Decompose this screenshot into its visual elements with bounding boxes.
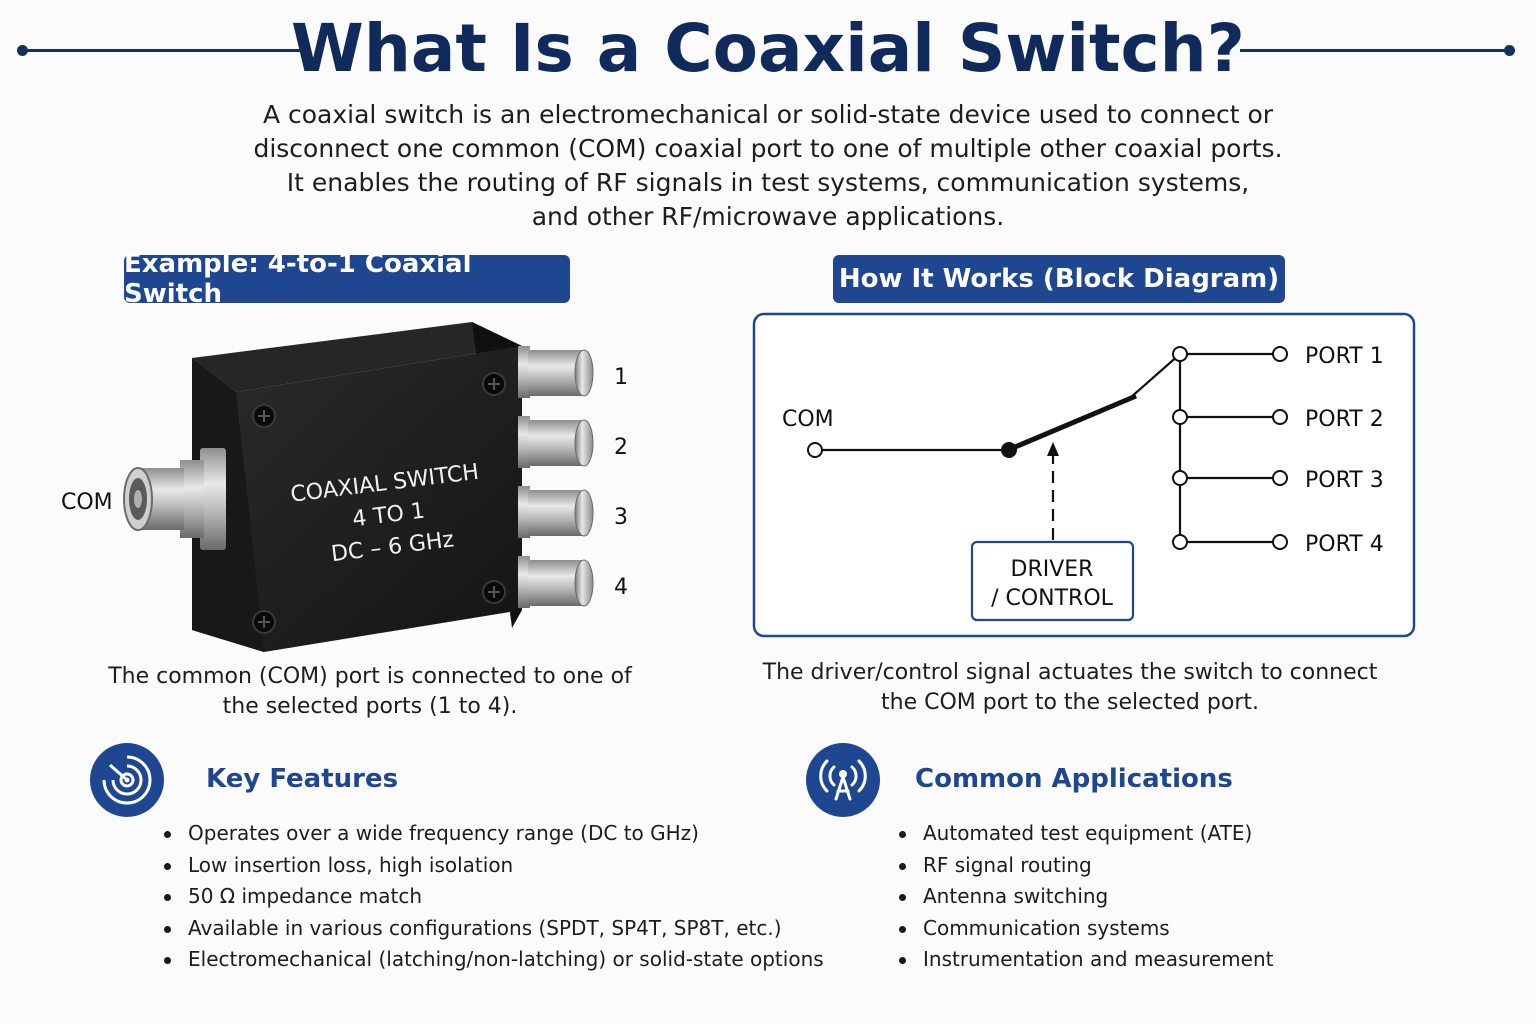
list-item: Automated test equipment (ATE) [897, 818, 1273, 850]
block-diagram-caption-line: The driver/control signal actuates the s… [762, 660, 1378, 685]
list-item: RF signal routing [897, 850, 1273, 882]
port-number-1: 1 [614, 365, 628, 390]
block-diagram-caption: The driver/control signal actuates the s… [760, 658, 1380, 718]
com-label: COM [61, 490, 113, 515]
port-label-4: PORT 4 [1305, 532, 1384, 557]
target-icon [90, 743, 164, 817]
diagram-frame [752, 312, 1416, 638]
example-heading: Example: 4-to-1 Coaxial Switch [124, 249, 570, 309]
driver-label-line: DRIVER [1011, 557, 1094, 582]
intro-line: It enables the routing of RF signals in … [286, 168, 1250, 197]
intro-line: and other RF/microwave applications. [531, 202, 1005, 231]
example-caption: The common (COM) port is connected to on… [60, 662, 680, 722]
port-label-2: PORT 2 [1305, 407, 1384, 432]
driver-control-box [970, 540, 1135, 622]
port-label-1: PORT 1 [1305, 344, 1384, 369]
switch-pivot [1001, 442, 1017, 458]
list-item: 50 Ω impedance match [162, 881, 824, 913]
list-item: Electromechanical (latching/non-latching… [162, 944, 824, 976]
page-title: What Is a Coaxial Switch? [291, 10, 1245, 87]
driver-label-line: / CONTROL [991, 586, 1114, 611]
title-rule-left [22, 49, 304, 52]
list-item: Available in various configurations (SPD… [162, 913, 824, 945]
block-diagram: COM PORT 1 PORT 2 PORT 3 PORT 4 DRIVER /… [752, 312, 1416, 638]
list-item: Communication systems [897, 913, 1273, 945]
list-item: Operates over a wide frequency range (DC… [162, 818, 824, 850]
port-number-4: 4 [614, 575, 628, 600]
example-caption-line: the selected ports (1 to 4). [222, 694, 518, 719]
features-heading: Key Features [206, 764, 399, 794]
device-body-front [192, 346, 522, 652]
port-connectors [518, 346, 594, 608]
title-rule-right-dot [1504, 45, 1515, 56]
list-item: Low insertion loss, high isolation [162, 850, 824, 882]
diagram-com-label: COM [782, 407, 834, 432]
com-terminal [807, 442, 823, 458]
port-number-3: 3 [614, 505, 628, 530]
coaxial-switch-illustration: COAXIAL SWITCH 4 TO 1 DC – 6 GHz [61, 322, 628, 652]
features-list: Operates over a wide frequency range (DC… [162, 818, 824, 976]
port-label-3: PORT 3 [1305, 468, 1384, 493]
com-connector [123, 448, 226, 550]
device-body-top [192, 322, 522, 392]
actuator-arrow [1047, 442, 1059, 456]
title-rule-right [1240, 49, 1508, 52]
applications-heading: Common Applications [915, 764, 1233, 794]
applications-list: Automated test equipment (ATE) RF signal… [897, 818, 1273, 976]
antenna-icon [806, 743, 880, 817]
block-diagram-heading: How It Works (Block Diagram) [833, 255, 1285, 303]
block-diagram-caption-line: the COM port to the selected port. [881, 690, 1259, 715]
list-item: Antenna switching [897, 881, 1273, 913]
intro-line: disconnect one common (COM) coaxial port… [253, 134, 1283, 163]
example-caption-line: The common (COM) port is connected to on… [108, 664, 632, 689]
list-item: Instrumentation and measurement [897, 944, 1273, 976]
intro-line: A coaxial switch is an electromechanical… [262, 100, 1274, 129]
port-number-2: 2 [614, 435, 628, 460]
intro-paragraph: A coaxial switch is an electromechanical… [150, 98, 1386, 234]
